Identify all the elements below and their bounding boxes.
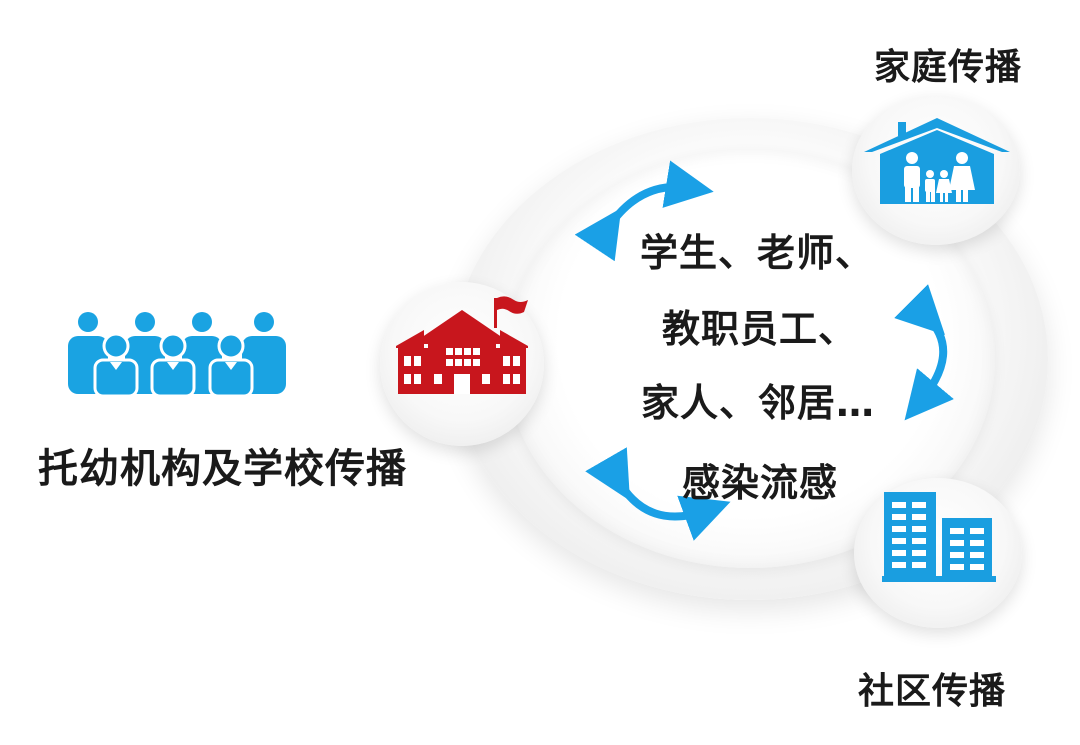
arrow-bottom-left-icon — [585, 447, 731, 541]
center-text-line-2: 教职员工、 — [662, 307, 858, 351]
school-icon — [396, 296, 528, 394]
center-text-line-1: 学生、老师、 — [640, 231, 875, 275]
family-house-icon — [864, 118, 1010, 204]
community-node — [854, 478, 1022, 628]
arrow-top-left-icon — [574, 160, 714, 262]
family-spread-label: 家庭传播 — [874, 47, 1023, 88]
school-spread-label: 托幼机构及学校传播 — [38, 446, 407, 492]
people-group-icon — [68, 312, 286, 396]
apartment-buildings-icon — [882, 492, 996, 582]
center-text-line-4: 感染流感 — [682, 461, 839, 505]
community-spread-label: 社区传播 — [858, 671, 1007, 712]
center-text-line-3: 家人、邻居… — [641, 381, 876, 425]
arrow-right-icon — [894, 284, 954, 421]
